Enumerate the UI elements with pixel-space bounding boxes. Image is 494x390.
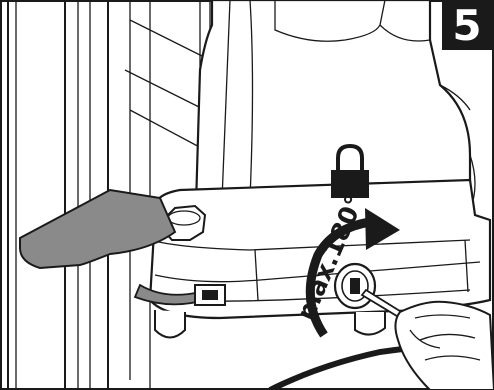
lock-cylinder xyxy=(335,264,375,308)
step-number-badge: 5 xyxy=(442,2,492,50)
